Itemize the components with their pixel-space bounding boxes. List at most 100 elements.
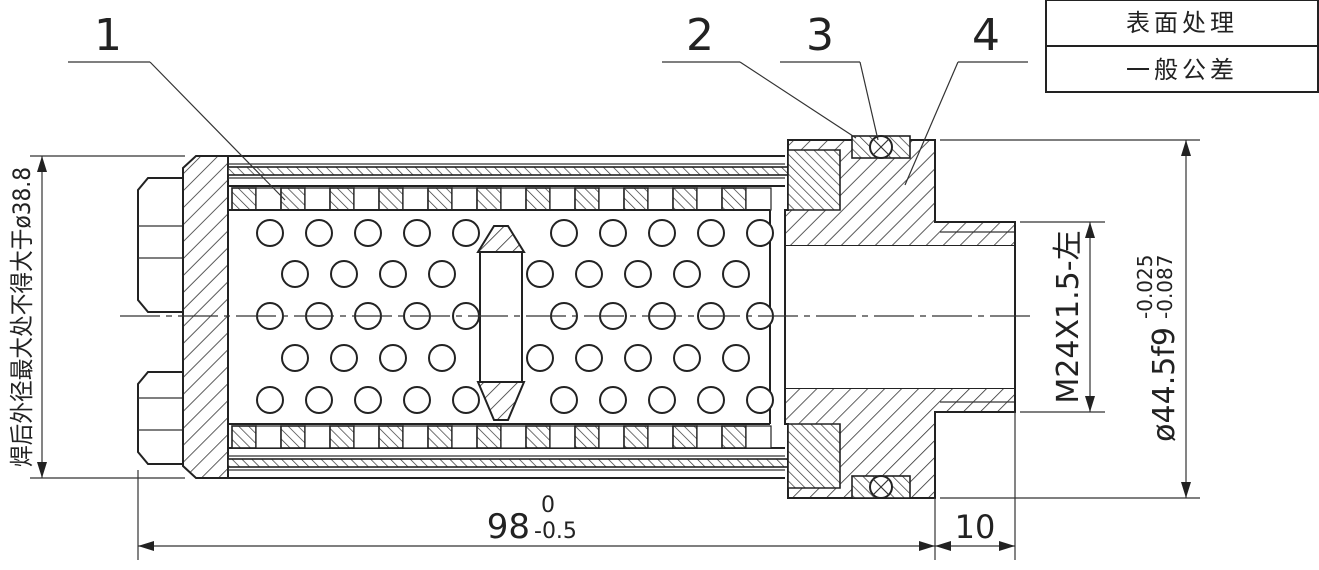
perforation-hole [550, 219, 578, 247]
mesh-gap [696, 187, 723, 211]
perforation-hole [697, 386, 725, 414]
perforation-hole [379, 344, 407, 372]
title-block-general-tolerance: 一般公差 [1126, 56, 1238, 84]
mesh-gap [304, 187, 331, 211]
perforation-hole [354, 386, 382, 414]
mesh-segment [623, 425, 649, 449]
mesh-segment [329, 425, 355, 449]
mesh-gap [353, 187, 380, 211]
o-ring-top [851, 135, 911, 159]
mesh-segment [525, 425, 551, 449]
perforation-hole [722, 260, 750, 288]
perforation-hole [673, 344, 701, 372]
perforation-hole [354, 219, 382, 247]
mesh-segment [672, 187, 698, 211]
perforation-hole [648, 219, 676, 247]
perforation-hole [305, 219, 333, 247]
dimension-lines [30, 139, 1200, 560]
support-ring [476, 225, 526, 421]
perforation-hole [256, 219, 284, 247]
mesh-gap [402, 187, 429, 211]
perforation-hole [403, 386, 431, 414]
mesh-segment [476, 425, 502, 449]
perforation-hole [746, 386, 774, 414]
mesh-gap [745, 425, 772, 449]
perforation-hole [256, 386, 284, 414]
perforation-hole [599, 219, 627, 247]
dim-thread-spec: M24X1.5-左 [1051, 230, 1086, 403]
perforation-hole [550, 386, 578, 414]
mesh-gap [549, 425, 576, 449]
mesh-gap [500, 187, 527, 211]
mesh-segment [623, 187, 649, 211]
perforation-hole [281, 260, 309, 288]
mesh-segment [231, 187, 257, 211]
perforation-hole [281, 344, 309, 372]
perforation-hole [305, 386, 333, 414]
perforation-hole [526, 260, 554, 288]
mesh-gap [647, 425, 674, 449]
perforation-hole [673, 260, 701, 288]
mesh-gap [696, 425, 723, 449]
perforation-hole [599, 386, 627, 414]
perforation-hole [624, 260, 652, 288]
mesh-segment [525, 187, 551, 211]
callout-4: 4 [972, 10, 1000, 61]
mesh-gap [500, 425, 527, 449]
mesh-gap [549, 187, 576, 211]
mesh-gap [402, 425, 429, 449]
end-plate [182, 155, 229, 479]
filter-tube [227, 155, 789, 479]
mesh-gap [647, 187, 674, 211]
callout-2: 2 [686, 10, 714, 61]
mesh-segment [329, 187, 355, 211]
perforation-hole [575, 260, 603, 288]
dim-overall-length-upper: 0 [541, 493, 555, 518]
perforation-hole [746, 219, 774, 247]
callout-1: 1 [94, 10, 122, 61]
dim-thread-length: 10 [955, 508, 996, 546]
mesh-segment [378, 187, 404, 211]
mesh-gap [304, 425, 331, 449]
perforation-hole [624, 344, 652, 372]
perforation-hole [722, 344, 750, 372]
mesh-gap [745, 187, 772, 211]
perforation-hole [403, 219, 431, 247]
perforation-hole [648, 386, 676, 414]
callout-leaders [68, 61, 1028, 201]
mesh-segment [672, 425, 698, 449]
perforation-hole [428, 260, 456, 288]
mesh-segment [427, 425, 453, 449]
mesh-segment [378, 425, 404, 449]
perforation-hole [428, 344, 456, 372]
mesh-segment [721, 425, 747, 449]
mesh-segment [427, 187, 453, 211]
o-ring-bottom [851, 475, 911, 499]
dim-overall-length-lower: -0.5 [534, 519, 577, 544]
mesh-gap [255, 425, 282, 449]
perforation-hole [379, 260, 407, 288]
perforation-hole [575, 344, 603, 372]
mesh-segment [476, 187, 502, 211]
dim-outer-diameter: ø44.5f9 [1147, 327, 1182, 442]
perforation-hole [330, 260, 358, 288]
mesh-segment [231, 425, 257, 449]
callout-3: 3 [806, 10, 834, 61]
dim-outer-diameter-lower: -0.087 [1153, 255, 1177, 319]
mesh-segment [280, 425, 306, 449]
end-cap-hex [137, 177, 183, 465]
perforation-hole [526, 344, 554, 372]
mesh-gap [353, 425, 380, 449]
mesh-gap [451, 425, 478, 449]
mesh-gap [451, 187, 478, 211]
perforation-hole [697, 219, 725, 247]
perforation-hole [452, 386, 480, 414]
threaded-fitting [784, 139, 1016, 499]
dim-outer-diameter-upper: -0.025 [1133, 255, 1157, 319]
perforation-hole [452, 219, 480, 247]
dim-overall-length: 98 [487, 507, 530, 547]
title-block: 表面处理 一般公差 [1045, 0, 1319, 93]
dim-weld-note: 焊后外径最大处不得大于ø38.8 [8, 167, 36, 467]
mesh-segment [574, 425, 600, 449]
